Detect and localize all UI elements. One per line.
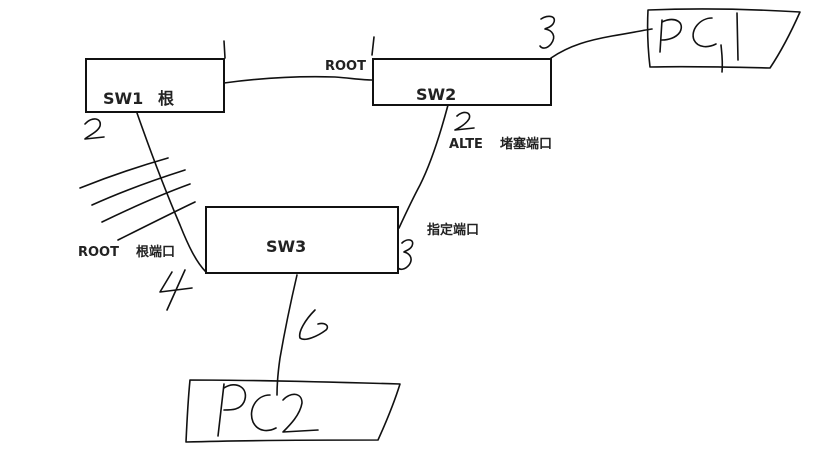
sw3-label: SW3 — [266, 237, 307, 256]
handwritten-2-sw2-sw3 — [454, 111, 475, 131]
handwritten-3-sw3-sw2 — [397, 239, 414, 271]
sw2-root-port-label: ROOT — [325, 59, 366, 74]
link-sw2-pc1 — [550, 28, 653, 59]
sw3-root-label: ROOT — [78, 245, 119, 260]
sw2-alte-label: ALTE — [449, 137, 483, 152]
link-sw1-sw3 — [136, 112, 207, 273]
handwritten-3-sw2-pc1 — [539, 15, 556, 49]
sw2-label: SW2 — [416, 85, 457, 104]
sw2-blocked-port-label: 堵塞端口 — [500, 137, 553, 152]
link-sw1-sw2 — [223, 75, 374, 84]
pc1-device — [646, 8, 801, 69]
tick-sw2-left — [371, 36, 375, 56]
blocked-port-marks — [79, 157, 196, 241]
tick-sw1 — [223, 40, 226, 59]
sw1-root-bridge-label: 根 — [158, 89, 175, 108]
pc2-device — [185, 379, 401, 443]
switch-sw3-box — [205, 206, 399, 274]
handwritten-6-sw3-pc2 — [298, 309, 329, 341]
sw1-label: SW1 — [103, 89, 144, 108]
switch-sw1-box — [85, 58, 225, 113]
switch-sw2-box — [372, 58, 552, 106]
handwritten-4-sw3-sw1 — [159, 269, 193, 311]
sw3-root-port-label: 根端口 — [136, 245, 176, 260]
sw3-designated-port-label: 指定端口 — [427, 223, 480, 238]
tick-sw2-right — [720, 44, 724, 73]
link-sw2-sw3 — [398, 104, 449, 229]
handwritten-2-sw1 — [84, 118, 105, 140]
link-sw3-pc2 — [276, 274, 298, 396]
